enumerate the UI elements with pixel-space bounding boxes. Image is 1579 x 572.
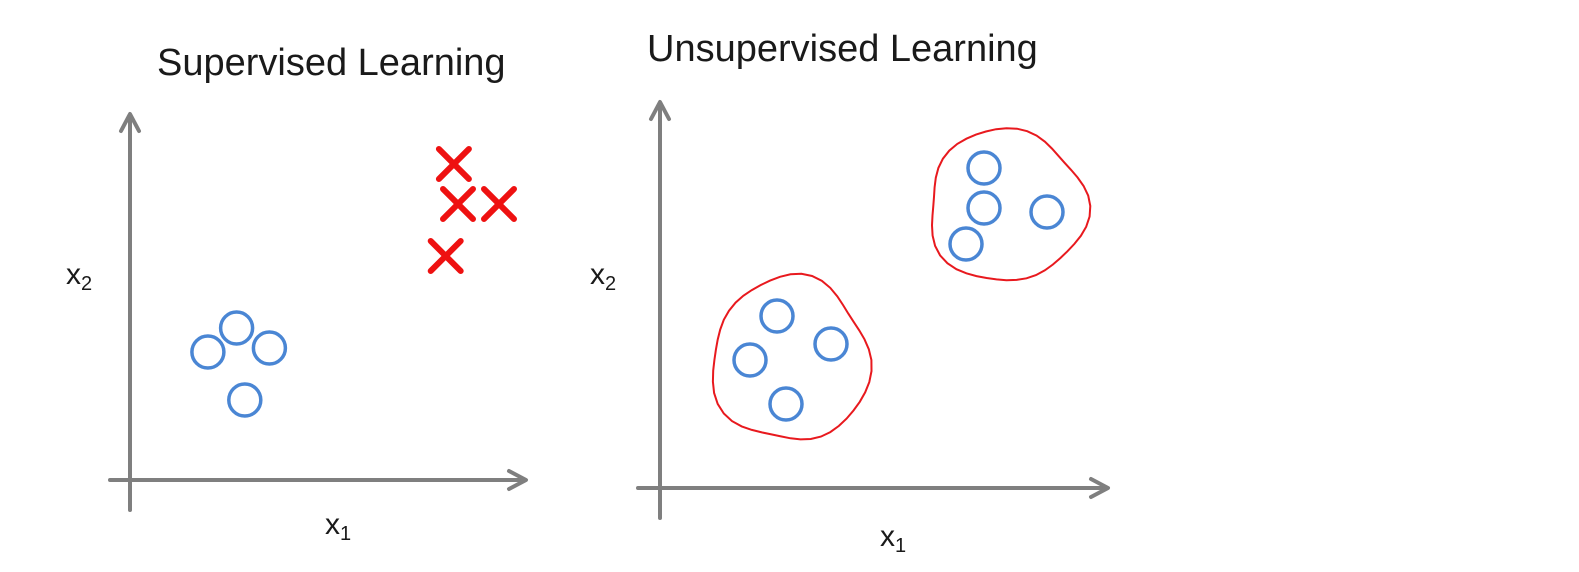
cluster-outline-1 [930, 127, 1092, 282]
supervised-points [190, 146, 517, 418]
unsupervised-circle-point-0 [759, 298, 795, 334]
supervised-x-axis-label: x1 [325, 508, 352, 545]
supervised-cross-point-6 [481, 186, 517, 222]
unsupervised-x-axis-label: x1 [880, 520, 907, 557]
supervised-cross-point-7 [427, 238, 464, 274]
unsupervised-circle-point-4 [966, 150, 1002, 186]
unsupervised-circle-point-1 [732, 342, 768, 378]
unsupervised-plot [636, 100, 1110, 520]
unsupervised-points [732, 150, 1065, 422]
supervised-y-axis-label: x2 [66, 258, 93, 295]
unsupervised-y-axis-label: x2 [590, 258, 617, 295]
supervised-x-axis-arrowhead [507, 469, 528, 491]
cluster-outline-0 [711, 272, 873, 441]
unsupervised-x-axis-arrowhead [1089, 477, 1110, 499]
supervised-plot [108, 112, 528, 512]
supervised-title: Supervised Learning [157, 42, 506, 84]
supervised-circle-point-1 [218, 310, 255, 346]
unsupervised-title: Unsupervised Learning [647, 28, 1038, 70]
unsupervised-circle-point-2 [813, 326, 849, 362]
unsupervised-y-axis-arrowhead [649, 100, 671, 121]
supervised-y-axis-arrowhead [119, 112, 141, 133]
unsupervised-circle-point-7 [948, 226, 984, 262]
supervised-circle-point-0 [190, 334, 226, 370]
supervised-circle-point-2 [251, 330, 288, 366]
unsupervised-circle-point-3 [768, 386, 804, 422]
unsupervised-circle-point-6 [1029, 194, 1065, 230]
supervised-cross-point-5 [440, 186, 476, 222]
supervised-cross-point-4 [435, 146, 472, 182]
unsupervised-circle-point-5 [966, 190, 1002, 226]
unsupervised-clusters [711, 127, 1092, 441]
supervised-circle-point-3 [227, 382, 263, 418]
